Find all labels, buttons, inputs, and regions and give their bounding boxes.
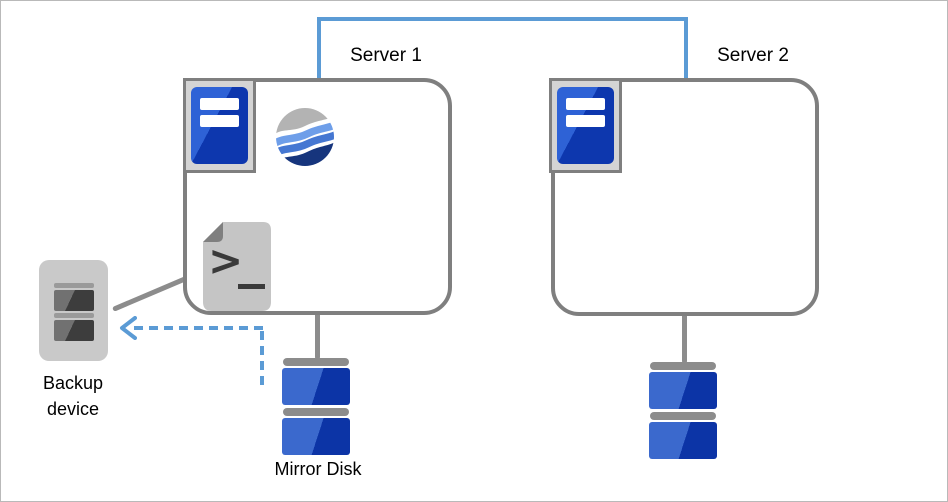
shell-script-file-icon: >	[203, 222, 271, 311]
mirror-disk-label: Mirror Disk	[274, 459, 362, 479]
server1-mirror-disk-stack-icon	[282, 358, 350, 455]
server-slot-bar	[566, 115, 605, 127]
tape-drive-slot	[53, 290, 94, 311]
server-slot-bar	[200, 98, 239, 110]
disk-platter	[282, 418, 350, 455]
backup-device-label: Backup device	[42, 373, 104, 419]
disk-platter	[282, 368, 350, 405]
backup-copy-dashed-line-horizontal	[134, 326, 264, 330]
tape-drive-slot	[53, 320, 94, 341]
server2-mirror-disk-stack-icon	[649, 362, 717, 459]
disk-platter	[649, 422, 717, 459]
disk-cap	[283, 358, 349, 366]
server-link-line-left	[317, 17, 321, 78]
server-link-line-horizontal	[317, 17, 688, 21]
mirror-disk-resource-globe-waves-icon	[276, 108, 334, 166]
server-link-line-right	[684, 17, 688, 78]
server-tower-icon	[557, 87, 614, 164]
server-slot-bar	[200, 115, 239, 127]
disk-cap	[283, 408, 349, 416]
server-slot-bar	[566, 98, 605, 110]
backup-device-tape-drive-icon	[39, 260, 108, 361]
disk-platter	[649, 372, 717, 409]
server1-disk-connector-line	[315, 313, 320, 359]
server-tower-icon	[191, 87, 248, 164]
server2-server-icon	[549, 78, 622, 173]
tape-drive-bar	[53, 313, 94, 318]
disk-cap	[650, 362, 716, 370]
backup-copy-dashed-line-vertical	[260, 331, 264, 389]
script-to-backup-line	[112, 275, 188, 312]
svg-text:>: >	[208, 236, 243, 285]
tape-drive-bar	[53, 283, 94, 288]
server1-server-icon	[183, 78, 256, 173]
backup-arrow-head-icon	[120, 316, 137, 340]
server1-label: Server 1	[350, 45, 422, 66]
server2-label: Server 2	[717, 45, 789, 66]
disk-cap	[650, 412, 716, 420]
server2-disk-connector-line	[682, 314, 687, 363]
